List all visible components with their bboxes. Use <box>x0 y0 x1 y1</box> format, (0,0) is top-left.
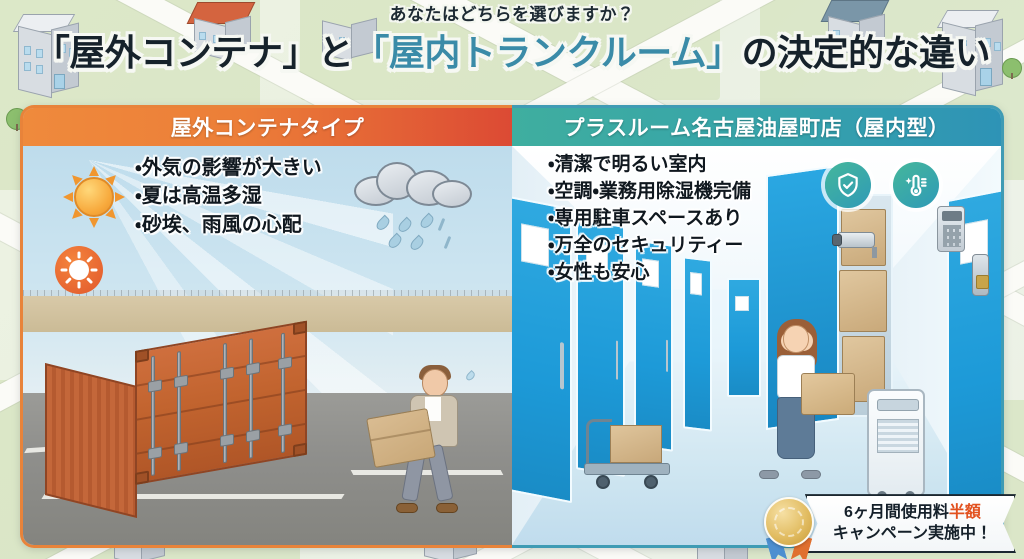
campaign-ribbon-banner: 6ヶ月間使用料半額 キャンペーン実施中！ <box>804 494 1016 553</box>
campaign-line-1-accent: 半額 <box>948 504 981 522</box>
list-item: 清潔で明るい室内 <box>548 152 751 179</box>
woman-carrying-box <box>757 319 855 481</box>
subtitle: あなたはどちらを選びますか？ <box>389 5 635 24</box>
list-item: 夏は高温多湿 <box>135 182 322 210</box>
rain-cloud-icon <box>354 160 474 253</box>
outdoor-container-panel: 屋外コンテナタイプ <box>20 105 512 548</box>
sand-strip <box>23 295 512 332</box>
list-item: 万全のセキュリティー <box>548 233 751 260</box>
campaign-line-2: キャンペーン実施中！ <box>832 524 992 542</box>
security-camera-icon <box>832 232 883 258</box>
headline-block: あなたはどちらを選びますか？ 「屋外コンテナ」と「屋内トランクルーム」の決定的な… <box>0 4 1024 75</box>
cardboard-box <box>366 407 436 469</box>
keypad-icon[interactable] <box>937 206 965 252</box>
sun-icon <box>63 166 125 228</box>
cardboard-box <box>800 373 855 416</box>
right-panel-scene: 清潔で明るい室内 空調・業務用除湿機完備 専用駐車スペースあり 万全のセキュリテ… <box>512 146 1001 545</box>
smart-lock-icon[interactable] <box>972 254 989 296</box>
left-panel-scene: 外気の影響が大きい 夏は高温多湿 砂埃、雨風の心配 <box>23 146 512 545</box>
list-item: 女性も安心 <box>548 260 751 287</box>
dehumidifier-unit <box>867 389 925 502</box>
comparison-panels: 屋外コンテナタイプ <box>20 105 1004 548</box>
title-part-2: の決定的な違い <box>741 32 991 74</box>
award-rosette-icon <box>761 496 817 552</box>
title-highlight: 「屋内トランクルーム」 <box>353 32 742 74</box>
right-bullet-list: 清潔で明るい室内 空調・業務用除湿機完備 専用駐車スペースあり 万全のセキュリテ… <box>548 152 751 287</box>
title-part-1: 「屋外コンテナ」と <box>33 32 354 74</box>
corridor-end-door[interactable] <box>727 277 762 398</box>
container-doors <box>135 320 307 485</box>
shield-check-icon <box>825 162 871 208</box>
right-panel-heading: プラスルーム名古屋油屋町店（屋内型） <box>512 108 1001 146</box>
man-carrying-box <box>366 365 477 515</box>
container-side <box>45 363 137 518</box>
iso-building <box>12 14 84 104</box>
campaign-badge: 6ヶ月間使用料半額 キャンペーン実施中！ <box>761 494 1016 553</box>
indoor-trunkroom-panel: プラスルーム名古屋油屋町店（屋内型） <box>512 105 1004 548</box>
list-item: 専用駐車スペースあり <box>548 206 751 233</box>
list-item: 外気の影響が大きい <box>135 154 322 182</box>
thermometer-icon <box>893 162 939 208</box>
list-item: 砂埃、雨風の心配 <box>135 211 322 239</box>
campaign-line-1: 6ヶ月間使用料半額 <box>833 503 992 523</box>
flatbed-cart <box>584 417 670 490</box>
iso-house <box>186 2 262 66</box>
iso-building <box>936 10 1012 102</box>
iso-building <box>314 6 386 72</box>
left-panel-heading: 屋外コンテナタイプ <box>23 108 512 146</box>
iso-tree <box>1002 58 1022 79</box>
left-bullet-list: 外気の影響が大きい 夏は高温多湿 砂埃、雨風の心配 <box>135 154 322 239</box>
hot-sun-badge-icon <box>55 246 103 294</box>
shipping-container-illustration <box>45 320 307 518</box>
list-item: 空調・業務用除湿機完備 <box>548 179 750 206</box>
iso-house <box>820 0 896 64</box>
campaign-line-1-prefix: 6ヶ月間使用料 <box>843 504 949 522</box>
page-title: 「屋外コンテナ」と「屋内トランクルーム」の決定的な違い <box>0 32 1024 74</box>
